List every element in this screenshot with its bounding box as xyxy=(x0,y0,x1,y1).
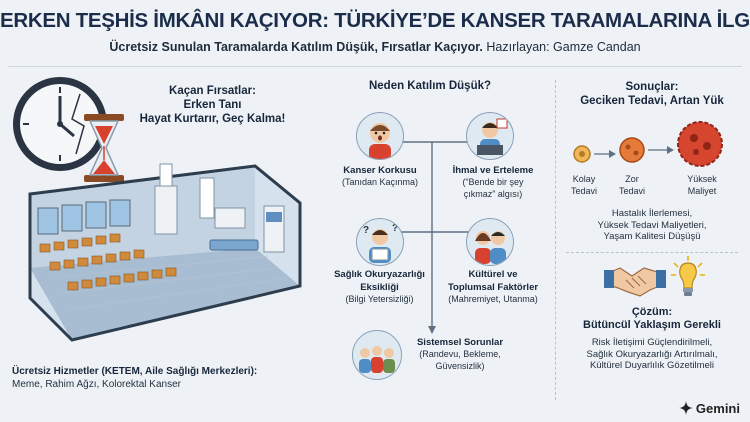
page-title: ERKEN TEŞHİS İMKÂNI KAÇIYOR: TÜRKİYE’DE … xyxy=(0,9,750,32)
small-cell-icon xyxy=(573,145,591,163)
subtitle-bold: Ücretsiz Sunulan Taramalarda Katılım Düş… xyxy=(109,40,483,54)
waiting-crowd-icon xyxy=(359,346,395,373)
stage-hard-l1: Zor xyxy=(625,174,639,184)
scared-person-icon xyxy=(369,123,391,159)
gemini-label: Gemini xyxy=(695,401,740,416)
reason-cultural: Kültürel ve Toplumsal Faktörler (Mahremi… xyxy=(438,268,548,306)
free-services: Ücretsiz Hizmetler (KETEM, Aile Sağlığı … xyxy=(12,366,312,391)
reason-literacy: Sağlık Okuryazarlığı Eksikliği (Bilgi Ye… xyxy=(322,268,437,306)
results-solution-divider xyxy=(566,252,738,253)
stage-cost-l2: Maliyet xyxy=(687,185,717,196)
couple-talking-icon xyxy=(475,231,506,264)
middle-heading: Neden Katılım Düşük? xyxy=(330,80,530,93)
stage-hard: Zor Tedavi xyxy=(614,174,650,197)
left-heading: Kaçan Fırsatlar: Erken Tanı Hayat Kurtar… xyxy=(130,84,295,126)
reason-fear-sub: (Tanıdan Kaçınma) xyxy=(341,177,419,187)
free-services-title: Ücretsiz Hizmetler (KETEM, Aile Sağlığı … xyxy=(12,366,258,377)
stage-easy-l1: Kolay xyxy=(572,174,596,184)
cultural-avatar xyxy=(466,218,514,266)
column-divider xyxy=(555,80,556,400)
reason-literacy-title2: Eksikliği xyxy=(360,282,399,293)
stage-easy: Kolay Tedavi xyxy=(566,174,602,197)
reason-neglect-sub: (“Bende bir şey xyxy=(462,177,524,187)
reason-fear-title: Kanser Korkusu xyxy=(343,165,417,176)
subtitle-author: Hazırlayan: Gamze Candan xyxy=(482,40,641,54)
systemic-avatar xyxy=(352,330,402,380)
reason-systemic-title: Sistemsel Sorunlar xyxy=(416,337,504,348)
reason-literacy-title: Sağlık Okuryazarlığı xyxy=(334,269,425,280)
stage-cost-l1: Yüksek xyxy=(687,174,717,184)
solution-list: Risk İletişimi Güçlendirilmeli, Sağlık O… xyxy=(562,337,742,372)
results-line-3: Yaşam Kalitesi Düşüşü xyxy=(603,231,701,242)
reason-systemic-sub: (Randevu, Bekleme, xyxy=(419,349,501,359)
solution-item-2: Sağlık Okuryazarlığı Artırılmalı, xyxy=(586,348,718,360)
header-divider xyxy=(8,66,742,67)
solution-item-1: Risk İletişimi Güçlendirilmeli, xyxy=(591,337,713,348)
person-laptop-icon xyxy=(477,118,508,155)
results-heading-line-1: Sonuçlar: xyxy=(625,81,679,93)
results-line-1: Hastalık İlerlemesi, xyxy=(611,208,693,219)
reason-literacy-sub: (Bilgi Yetersizliği) xyxy=(345,294,414,304)
svg-text:?: ? xyxy=(392,223,398,234)
gemini-brand: Gemini xyxy=(678,401,740,416)
large-tumor-icon xyxy=(677,121,723,167)
left-heading-line-3: Hayat Kurtarır, Geç Kalma! xyxy=(139,113,286,125)
clinic-waiting-room-illustration xyxy=(28,163,302,342)
reason-cultural-title2: Toplumsal Faktörler xyxy=(447,282,539,293)
reason-neglect: İhmal ve Erteleme (“Bende bir şey çıkmaz… xyxy=(438,164,548,200)
fear-avatar xyxy=(356,112,404,160)
reason-neglect-sub2: çıkmaz” algısı) xyxy=(463,188,523,199)
stage-easy-l2: Tedavi xyxy=(570,185,597,196)
solution-item-3: Kültürel Duyarlılık Gözetilmeli xyxy=(589,360,715,371)
stage-cost: Yüksek Maliyet xyxy=(680,174,724,197)
reason-cultural-sub: (Mahremiyet, Utanma) xyxy=(448,294,538,304)
reason-fear: Kanser Korkusu (Tanıdan Kaçınma) xyxy=(330,164,430,189)
results-line-2: Yüksek Tedavi Maliyetleri, xyxy=(597,219,707,231)
medium-cell-icon xyxy=(619,137,645,163)
results-heading: Sonuçlar: Geciken Tedavi, Artan Yük xyxy=(562,80,742,108)
literacy-avatar: ? ? xyxy=(356,218,404,266)
reason-systemic-sub2: Güvensizlik) xyxy=(435,360,485,371)
reason-neglect-title: İhmal ve Erteleme xyxy=(452,165,534,176)
solution-heading-line-2: Bütüncül Yaklaşım Gerekli xyxy=(583,319,721,331)
hourglass-icon xyxy=(84,114,124,182)
handshake-icon xyxy=(604,267,666,297)
results-heading-line-2: Geciken Tedavi, Artan Yük xyxy=(580,95,724,107)
clock-icon xyxy=(13,77,107,171)
solution-heading: Çözüm: Bütüncül Yaklaşım Gerekli xyxy=(562,306,742,332)
results-list: Hastalık İlerlemesi, Yüksek Tedavi Maliy… xyxy=(562,208,742,243)
neglect-avatar xyxy=(466,112,514,160)
solution-heading-line-1: Çözüm: xyxy=(631,306,673,318)
gemini-sparkle-icon xyxy=(678,401,693,415)
disease-progression-icons xyxy=(573,121,723,167)
middle-heading-text: Neden Katılım Düşük? xyxy=(368,80,492,92)
left-heading-line-2: Erken Tanı xyxy=(183,99,242,111)
confused-reader-icon: ? ? xyxy=(363,223,398,263)
lightbulb-icon xyxy=(671,256,705,296)
reason-systemic: Sistemsel Sorunlar (Randevu, Bekleme, Gü… xyxy=(404,336,516,372)
page-subtitle: Ücretsiz Sunulan Taramalarda Katılım Düş… xyxy=(0,40,750,54)
left-heading-line-1: Kaçan Fırsatlar: xyxy=(169,85,256,97)
header: ERKEN TEŞHİS İMKÂNI KAÇIYOR: TÜRKİYE’DE … xyxy=(0,0,750,66)
svg-text:?: ? xyxy=(363,225,369,236)
free-services-list: Meme, Rahim Ağzı, Kolorektal Kanser xyxy=(12,379,181,390)
stage-hard-l2: Tedavi xyxy=(618,185,645,196)
reason-cultural-title: Kültürel ve xyxy=(468,269,518,280)
